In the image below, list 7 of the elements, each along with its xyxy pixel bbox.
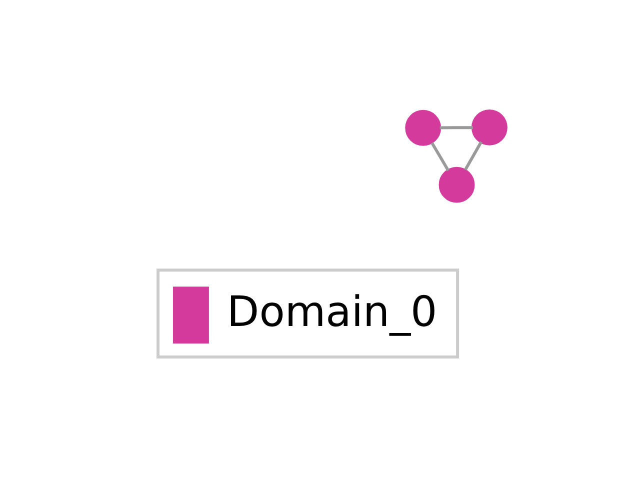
- node-circle: [405, 110, 442, 146]
- legend-label: Domain_0: [226, 287, 438, 336]
- connector: [430, 142, 450, 172]
- node-circle: [471, 109, 508, 146]
- connector: [464, 141, 483, 170]
- connector: [440, 126, 473, 130]
- node-circle: [438, 166, 475, 203]
